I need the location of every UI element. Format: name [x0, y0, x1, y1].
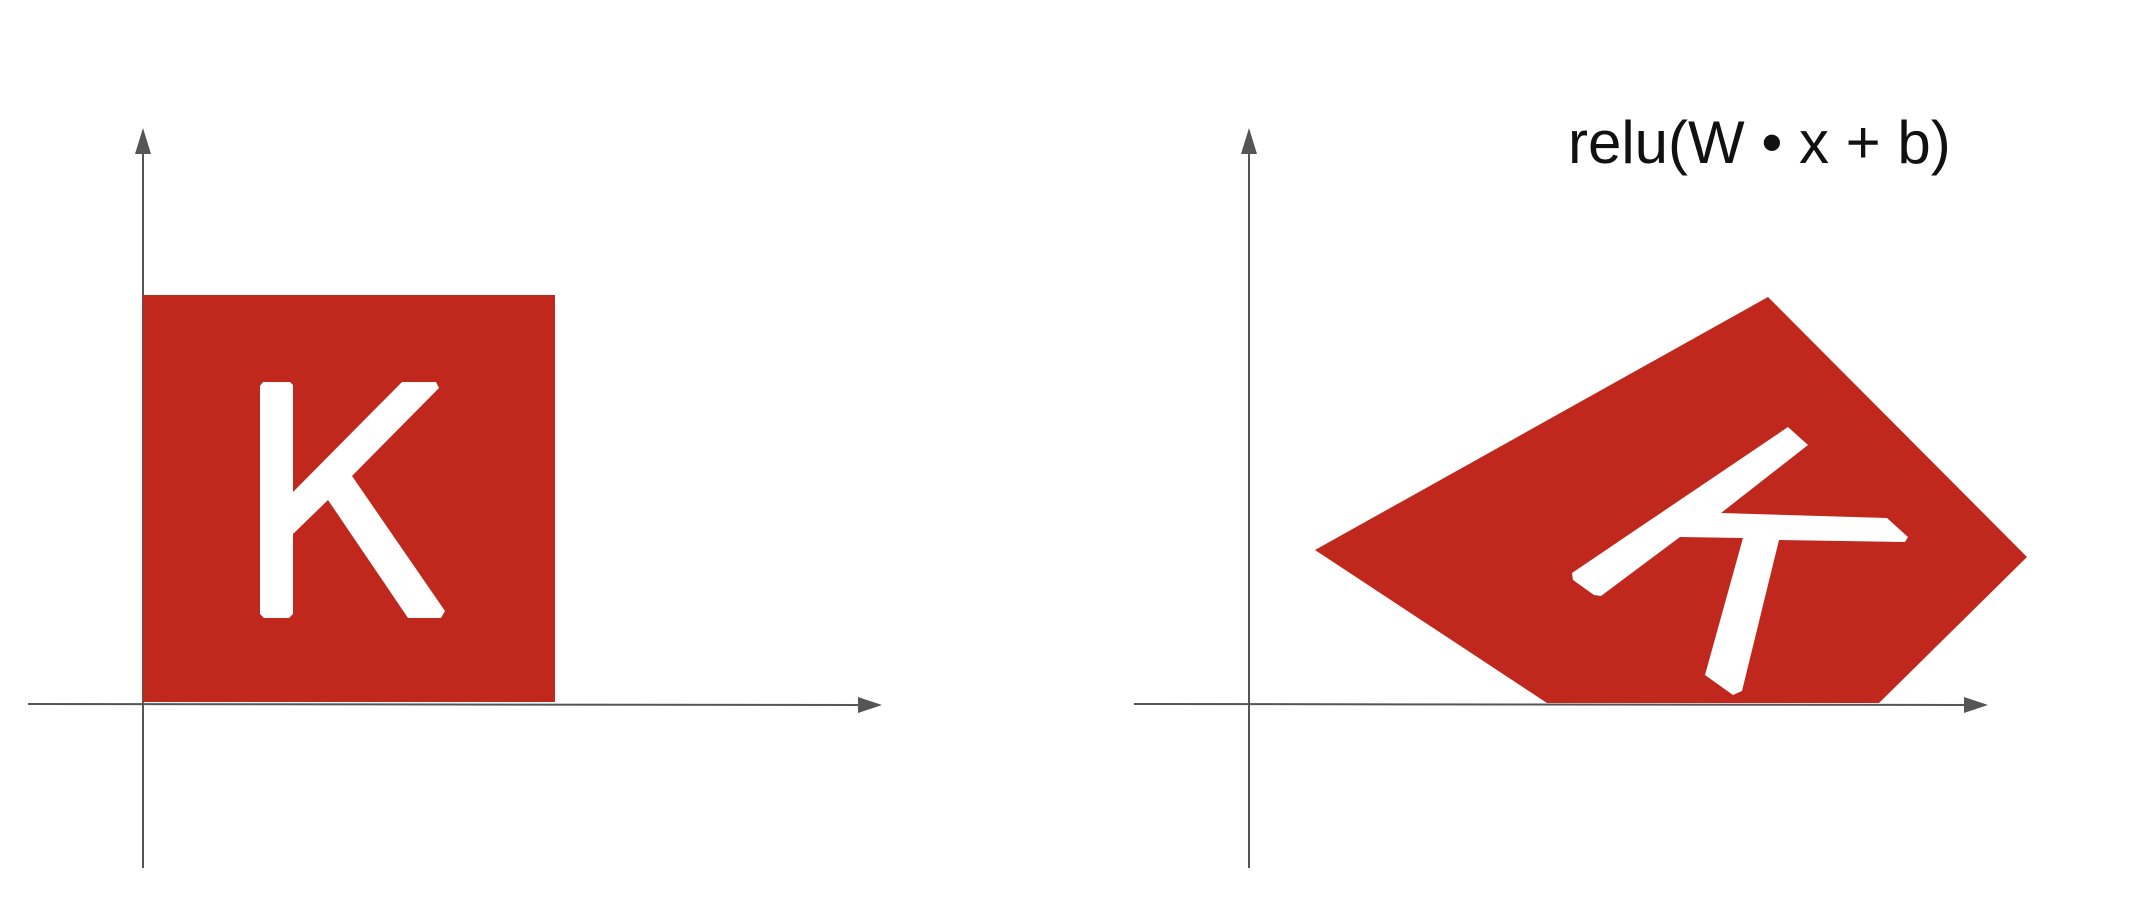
left-panel	[27, 128, 882, 868]
formula-label: relu(W • x + b)	[1568, 109, 1951, 176]
logo-letter-k	[260, 382, 445, 618]
left-y-axis-arrow	[135, 128, 151, 154]
original-logo	[143, 295, 555, 702]
transformed-logo-shape	[1315, 297, 2027, 703]
right-x-axis-arrow	[1964, 697, 1988, 713]
transformed-logo	[1315, 297, 2027, 703]
transformed-logo-letter	[1572, 427, 1908, 695]
left-x-axis	[27, 703, 863, 706]
left-x-axis-arrow	[858, 697, 882, 713]
right-axes	[1133, 128, 1988, 868]
right-panel: relu(W • x + b)	[1133, 109, 2027, 868]
right-y-axis-arrow	[1241, 128, 1257, 154]
right-x-axis	[1133, 703, 1969, 706]
